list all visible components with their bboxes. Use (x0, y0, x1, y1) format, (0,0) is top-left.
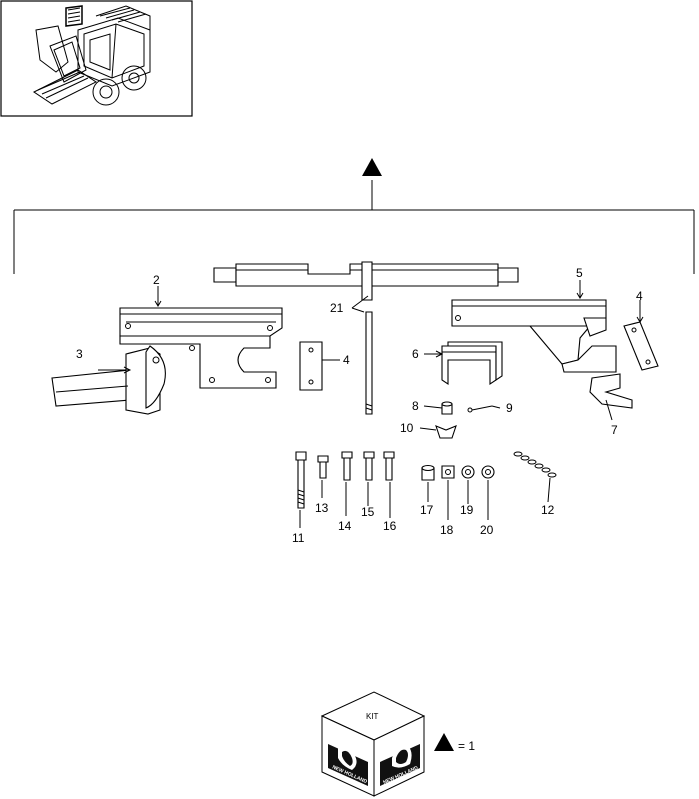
part-16-bolt (383, 451, 395, 481)
kit-legend: = 1 (434, 733, 475, 753)
kit-marker-icon (362, 158, 382, 176)
callout-18: 18 (440, 523, 454, 537)
callout-4-left: 4 (343, 353, 350, 367)
callout-14: 14 (338, 519, 352, 533)
callout-6: 6 (412, 347, 419, 361)
callout-4-right: 4 (636, 289, 643, 303)
callout-19: 19 (460, 503, 474, 517)
part-2-bracket (119, 307, 283, 389)
callout-20: 20 (480, 523, 494, 537)
shaft-assembly (213, 261, 519, 301)
part-12-chain (513, 451, 557, 478)
callout-10: 10 (400, 421, 414, 435)
callout-3: 3 (76, 347, 83, 361)
part-20-washer (481, 465, 495, 479)
callout-2: 2 (153, 273, 160, 287)
part-6-u-bracket (441, 341, 503, 386)
part-4-plate-right (623, 321, 659, 371)
callout-8: 8 (412, 399, 419, 413)
callout-11: 11 (292, 531, 305, 545)
loader-thumbnail (0, 0, 193, 117)
part-8-bushing (441, 401, 453, 415)
new-holland-logo-left: NEW HOLLAND (328, 744, 368, 786)
part-11-bolt (295, 451, 307, 509)
part-21-rod (365, 311, 373, 415)
part-10-wing-nut (435, 425, 457, 439)
part-15-bolt (363, 451, 375, 481)
callout-12: 12 (541, 503, 555, 517)
callout-5: 5 (576, 266, 583, 280)
kit-box: KIT NEW HOLLAND NEW HOLLAND (320, 691, 426, 797)
part-17-nut (421, 464, 435, 481)
part-3-arm (51, 345, 166, 415)
part-9-pin (467, 405, 493, 413)
part-4-plate-left (299, 341, 323, 391)
legend-marker-icon (434, 733, 454, 751)
kit-label: KIT (366, 712, 379, 721)
part-18-nut (441, 465, 455, 479)
legend-text: = 1 (458, 739, 475, 753)
assembly-bracket (13, 180, 695, 274)
part-5-bracket (451, 299, 617, 373)
callout-17: 17 (420, 503, 434, 517)
part-19-nut (461, 465, 475, 479)
callout-labels: 2 3 4 4 5 6 7 8 9 10 11 12 13 14 15 16 1… (76, 266, 643, 545)
leader-lines (98, 280, 644, 528)
part-7-bracket (589, 373, 633, 409)
callout-21: 21 (330, 301, 344, 315)
callout-16: 16 (383, 519, 397, 533)
callout-15: 15 (361, 505, 375, 519)
part-13-bolt (317, 455, 329, 479)
callout-9: 9 (506, 401, 513, 415)
callout-13: 13 (315, 501, 329, 515)
callout-7: 7 (611, 423, 618, 437)
part-14-bolt (341, 451, 353, 481)
